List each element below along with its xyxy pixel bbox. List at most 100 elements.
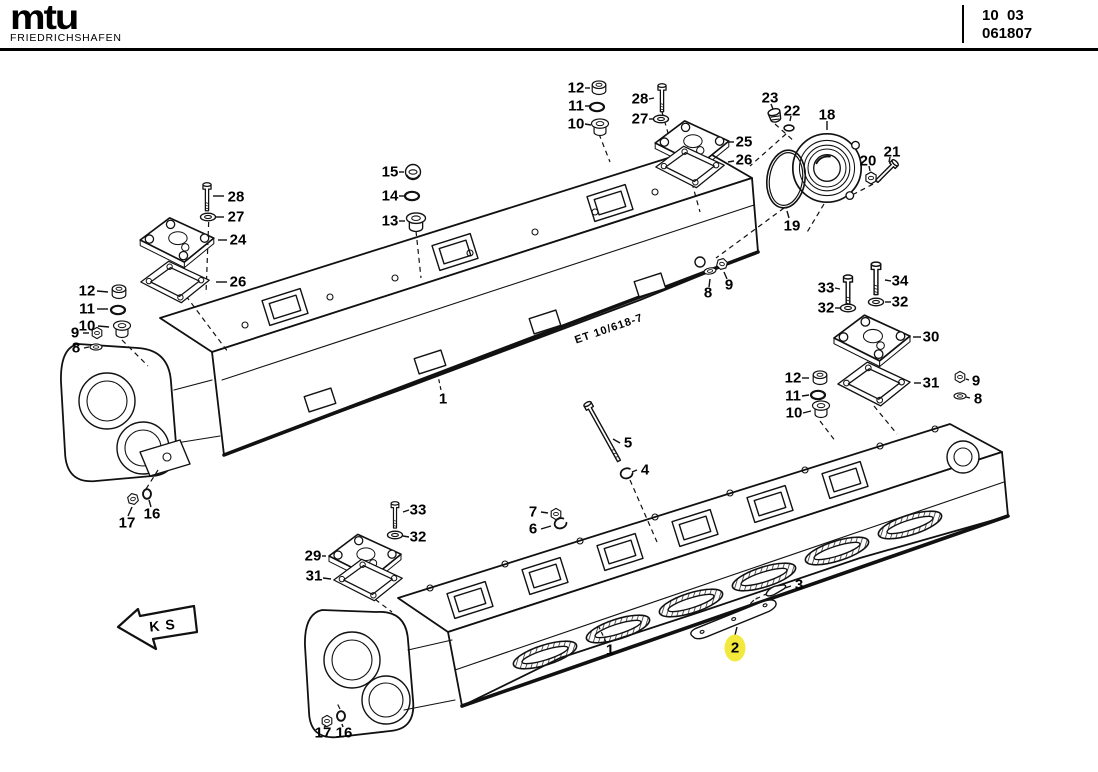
callout-label-1[interactable]: 1 [439,391,447,408]
callout-label-26[interactable]: 26 [736,152,753,169]
callout-label-3[interactable]: 3 [795,577,803,594]
callout-16: 16 [336,710,353,742]
callout-label-2[interactable]: 2 [731,640,739,657]
callout-2: 2 [687,597,781,662]
callout-8: 8 [953,391,982,408]
callout-label-15[interactable]: 15 [382,164,399,181]
oring-icon [109,304,127,316]
callout-30: 30 [833,314,940,368]
callout-label-28[interactable]: 28 [632,91,649,108]
callout-label-17[interactable]: 17 [315,725,332,742]
callout-label-32[interactable]: 32 [892,294,909,311]
callout-label-14[interactable]: 14 [382,188,399,205]
plug-icon [591,80,607,96]
bolt-icon [390,501,400,529]
leader-line [884,279,892,282]
leader-line [598,626,607,643]
washer-icon [953,392,967,400]
oring-icon [403,190,421,202]
callout-label-5[interactable]: 5 [624,435,632,452]
callout-label-6[interactable]: 6 [529,521,537,538]
callout-label-29[interactable]: 29 [305,548,322,565]
callout-label-28[interactable]: 28 [228,189,245,206]
upper-crankcase-body [60,147,760,483]
leader-line [96,290,109,293]
leader-line [734,626,738,636]
callout-label-4[interactable]: 4 [641,462,650,479]
callout-label-31[interactable]: 31 [923,375,940,392]
cover-icon [139,217,215,269]
callout-9: 9 [71,325,103,342]
ks-label: KS [149,615,182,634]
leader-line [789,115,792,122]
callout-label-34[interactable]: 34 [892,273,909,290]
callout-label-9[interactable]: 9 [725,277,733,294]
callout-label-16[interactable]: 16 [336,725,353,742]
logo-subtext: FRIEDRICHSHAFEN [10,32,122,44]
callout-label-27[interactable]: 27 [632,111,649,128]
callout-label-12[interactable]: 12 [79,283,96,300]
callout-label-11[interactable]: 11 [568,98,584,115]
callout-label-11[interactable]: 11 [785,388,801,405]
bolt-icon [202,182,212,212]
callout-label-13[interactable]: 13 [382,213,399,230]
callout-label-25[interactable]: 25 [736,134,753,151]
callout-21: 21 [873,144,901,185]
callout-label-16[interactable]: 16 [144,506,161,523]
leader-line [648,97,655,100]
callout-label-30[interactable]: 30 [923,329,940,346]
callout-label-8[interactable]: 8 [72,340,80,357]
callout-12: 12 [79,283,127,300]
exploded-parts-diagram: ET 10/618-7 KS 2827242612111098151413171… [60,80,1010,742]
lower-crankcase-body [304,423,1010,739]
callout-label-19[interactable]: 19 [784,218,801,235]
boltL-icon [582,399,624,464]
callout-5: 5 [582,399,632,464]
callout-label-23[interactable]: 23 [762,90,779,107]
callout-label-20[interactable]: 20 [860,153,877,170]
callout-label-22[interactable]: 22 [784,103,801,120]
callout-label-7[interactable]: 7 [529,504,537,521]
mtu-logo: mtu FRIEDRICHSHAFEN [10,0,122,44]
callout-label-10[interactable]: 10 [79,318,96,335]
callout-label-8[interactable]: 8 [704,285,712,302]
nut-icon [91,326,103,340]
bolt-icon [842,274,854,307]
callout-label-8[interactable]: 8 [974,391,982,408]
callout-11: 11 [785,388,827,405]
callout-label-1[interactable]: 1 [606,642,614,659]
callout-label-9[interactable]: 9 [972,373,980,390]
bolt-icon [657,83,667,113]
callout-27: 27 [632,111,670,128]
callout-label-9[interactable]: 9 [71,325,79,342]
callout-10: 10 [786,400,831,422]
nut-icon [865,171,877,185]
callout-label-10[interactable]: 10 [568,116,585,133]
callout-label-31[interactable]: 31 [306,568,323,585]
callout-label-18[interactable]: 18 [819,107,836,124]
group-code: 10 03 [982,7,1024,24]
callout-label-26[interactable]: 26 [230,274,247,291]
callout-12: 12 [568,80,607,97]
callout-27: 27 [199,209,245,226]
plugSmall-icon [766,106,784,125]
callout-label-24[interactable]: 24 [230,232,247,249]
callout-label-32[interactable]: 32 [410,529,427,546]
callout-label-33[interactable]: 33 [818,280,835,297]
callout-label-17[interactable]: 17 [119,515,136,532]
leader-line [612,438,621,444]
callout-label-32[interactable]: 32 [818,300,835,317]
callout-label-11[interactable]: 11 [79,301,95,318]
sleeve-icon [811,400,831,419]
callout-label-12[interactable]: 12 [568,80,585,97]
callout-10: 10 [568,116,610,137]
callout-label-21[interactable]: 21 [884,144,901,161]
gasketSq-icon [140,260,210,304]
callout-label-27[interactable]: 27 [228,209,245,226]
callout-label-10[interactable]: 10 [786,405,803,422]
callout-label-12[interactable]: 12 [785,370,802,387]
callout-17: 17 [315,714,333,742]
oring-icon [809,389,827,401]
callout-label-33[interactable]: 33 [410,502,427,519]
leader-line [341,723,344,728]
